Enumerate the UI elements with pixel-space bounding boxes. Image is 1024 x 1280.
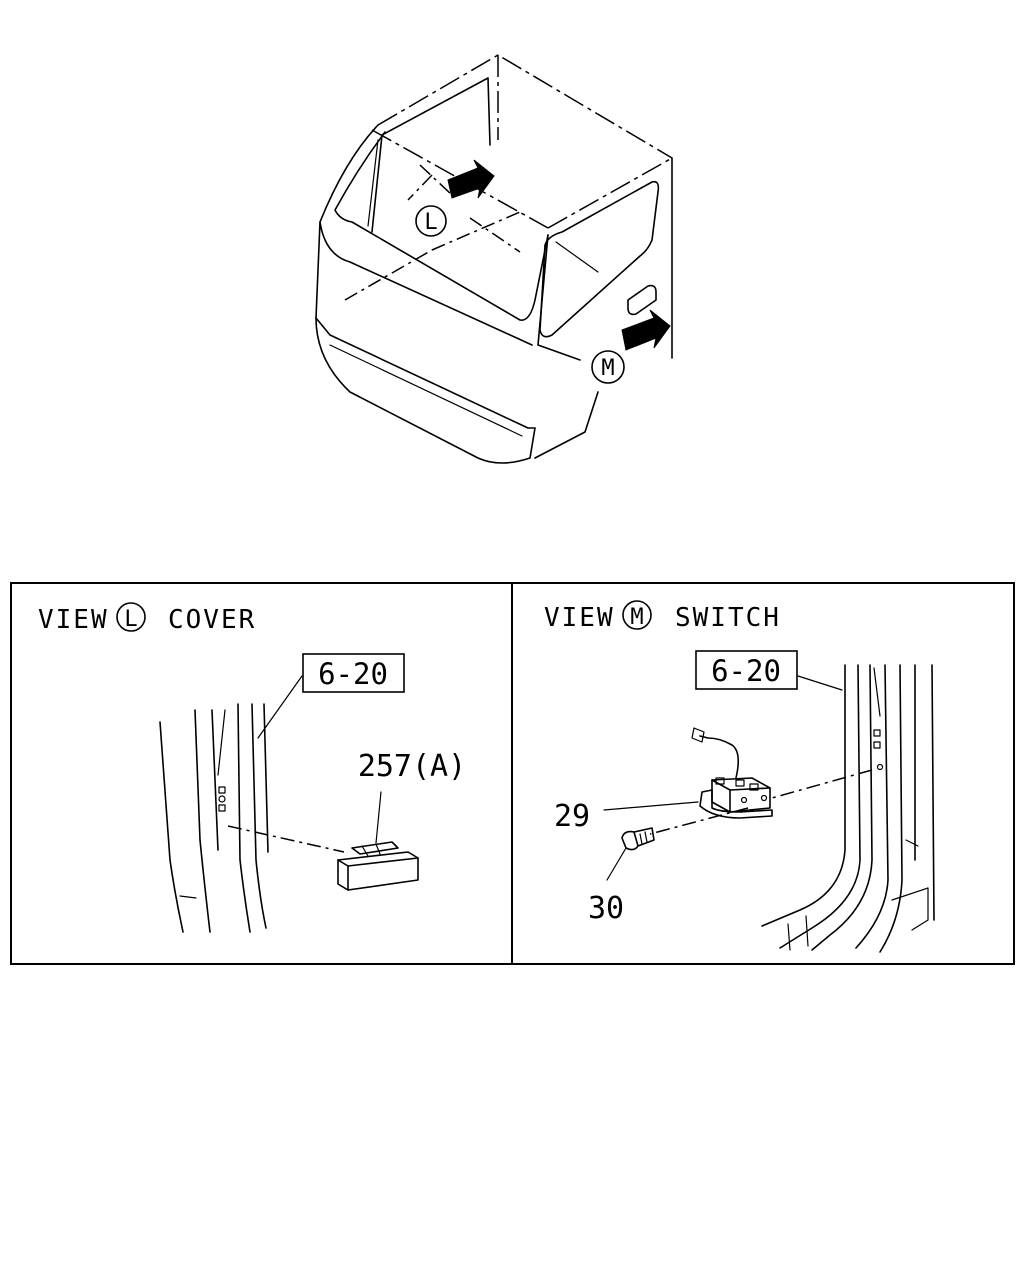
view-l-prefix: VIEW [38,605,109,635]
view-m-callout [591,350,625,384]
view-l-title-marker: L [124,607,137,632]
view-l-marker-letter: L [424,210,437,235]
view-l-title-circle [116,602,146,632]
view-m-title-marker: M [630,605,643,630]
part-label-29: 29 [554,799,590,834]
truck-cab-illustration [315,54,673,464]
view-l-callout [415,205,447,237]
view-m-ref-box [695,650,798,690]
view-m-panel: VIEW M SWITCH 6-20 [544,600,935,953]
view-l-title: COVER [168,605,256,635]
view-m-title-circle [622,600,652,630]
view-m-prefix: VIEW [544,603,615,633]
view-m-marker-letter: M [601,356,614,381]
view-m-title: SWITCH [675,603,781,633]
part-label-257a: 257(A) [358,749,466,784]
view-l-ref-text: 6-20 [318,657,388,691]
part-label-30: 30 [588,891,624,926]
view-m-ref-text: 6-20 [711,654,781,688]
view-l-panel: VIEW L COVER 6-20 257(A) [38,602,466,933]
view-l-ref-box [302,653,405,693]
